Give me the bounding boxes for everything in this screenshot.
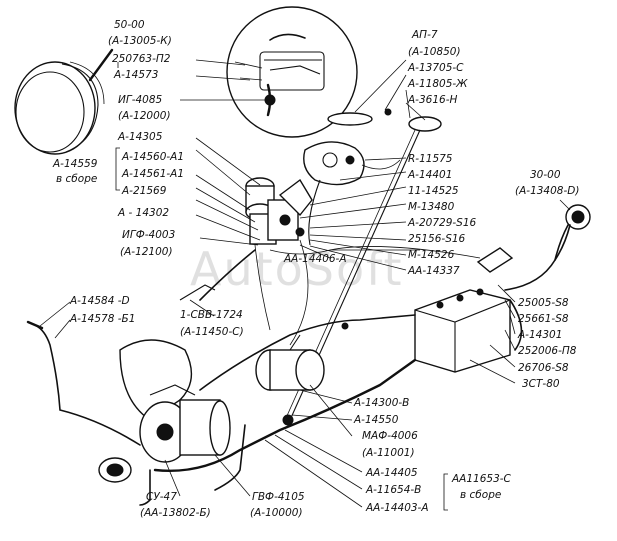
label-tail-ref: (А-13408-D) [515, 185, 579, 197]
label-igf4003: ИГФ-4003 [122, 229, 175, 241]
label-a13705: А-13705-С [407, 62, 464, 74]
label-gvf4105-ref: (А-10000) [250, 507, 303, 519]
label-zst80: 3СТ-80 [522, 378, 560, 390]
label-ig4085-ref: (А-12000) [118, 110, 171, 122]
label-brackets [115, 62, 448, 511]
label-26706: 26706-S8 [518, 362, 569, 374]
coil [255, 334, 325, 391]
inset-detail [226, 6, 358, 138]
label-a14559: А-14559 [52, 158, 98, 170]
label-a20729: А-20729-S16 [407, 217, 477, 229]
label-v-sbore-1: в сборе [56, 173, 97, 185]
generator-lower [119, 339, 231, 463]
wiring-harness [26, 159, 571, 506]
label-svv1724-ref: (А-11450-С) [180, 326, 244, 338]
label-aa14403: АА-14403-А [365, 502, 429, 514]
label-ap7: АП-7 [411, 29, 438, 41]
label-igf4003-ref: (А-12100) [120, 246, 173, 258]
label-a3616: А-3616-Н [407, 94, 457, 106]
horn [98, 457, 132, 483]
label-maf4006: МАФ-4006 [362, 430, 418, 442]
generator-cluster [245, 177, 313, 245]
label-a14401: А-14401 [407, 169, 452, 181]
label-a14584: А-14584 -D [69, 295, 130, 307]
label-ap7-ref: (А-10850) [408, 46, 461, 58]
leader-lines [39, 59, 571, 508]
label-su47-ref: (АА-13802-Б) [140, 507, 211, 519]
label-a14573: А-14573 [113, 69, 158, 81]
label-25661: 25661-S8 [518, 313, 569, 325]
label-a14305: А-14305 [117, 131, 163, 143]
label-a14578: А-14578 -Б1 [69, 313, 135, 325]
label-aa14405: АА-14405 [365, 467, 418, 479]
label-a14561: А-14561-А1 [121, 168, 184, 180]
label-m13480: М-13480 [408, 201, 455, 213]
label-aa14406: АА-14406-А [283, 253, 347, 265]
label-tail-code: 30-00 [530, 169, 561, 181]
label-aa14337: АА-14337 [407, 265, 460, 277]
label-headlamp-ref: (А-13005-К) [108, 35, 172, 47]
label-a14560: А-14560-А1 [121, 151, 184, 163]
label-m14526: М-14526 [408, 249, 455, 261]
label-svv1724: 1-СВВ-1724 [180, 309, 243, 321]
label-headlamp-code: 50-00 [114, 19, 145, 31]
label-v-sbore-2: в сборе [460, 489, 501, 501]
label-ig4085: ИГ-4085 [118, 94, 163, 106]
label-a21569: А-21569 [121, 185, 167, 197]
label-a11805: А-11805-Ж [407, 78, 468, 90]
label-aa11653: АА11653-С [451, 473, 512, 485]
headlamp [14, 48, 114, 155]
labels: 50-00 (А-13005-К) 250763-П2 А-14573 ИГ-4… [52, 19, 579, 519]
label-a14300: А-14300-В [353, 397, 409, 409]
label-a14302: А - 14302 [117, 207, 169, 219]
tail-lamp [554, 204, 591, 261]
label-252006: 252006-П8 [518, 345, 577, 357]
label-a11654: А-11654-В [365, 484, 421, 496]
label-su47: СУ-47 [146, 491, 177, 503]
label-gvf4105: ГВФ-4105 [252, 491, 305, 503]
label-250763: 250763-П2 [112, 53, 171, 65]
label-25156: 25156-S16 [408, 233, 466, 245]
label-r11575: R-11575 [408, 153, 453, 165]
label-a14550: А-14550 [353, 414, 399, 426]
label-a14301: А-14301 [517, 329, 562, 341]
label-25005: 25005-S8 [518, 297, 569, 309]
label-maf4006-ref: (А-11001) [362, 447, 415, 459]
label-11-14525: 11-14525 [408, 185, 459, 197]
